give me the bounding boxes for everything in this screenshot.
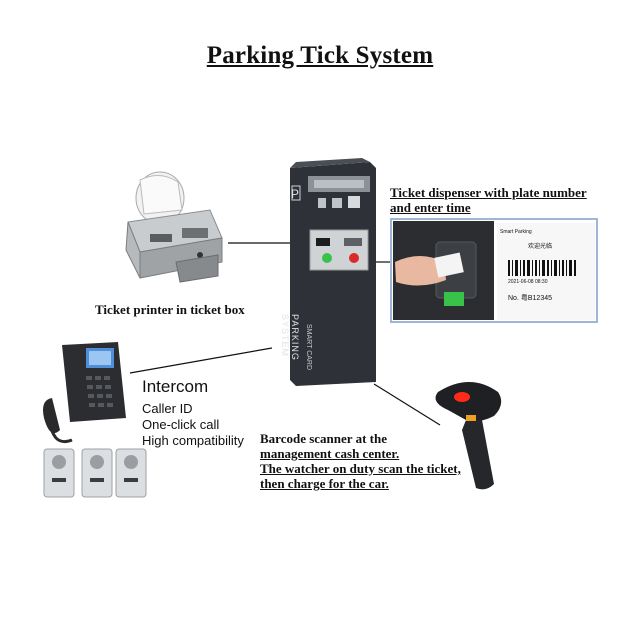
dispenser-caption-line2: and enter time <box>390 200 471 215</box>
connector-intercom <box>129 347 273 374</box>
intercom-feature: Caller ID <box>142 401 193 416</box>
intercom-feature: High compatibility <box>142 433 244 448</box>
scanner-caption-line2: management cash center. <box>260 446 400 461</box>
ip-phone-image <box>43 342 126 444</box>
ticket-brand: Smart Parking <box>500 229 532 235</box>
scanner-caption-line4: then charge for the car. <box>260 476 389 491</box>
ticket-plate: No. 粤B12345 <box>508 295 552 302</box>
intercom-panels-image <box>43 448 147 498</box>
barcode-scanner-image <box>435 382 502 490</box>
machine-vertical-text-1: PARKING SYSTEM <box>280 314 300 361</box>
intercom-heading: Intercom <box>142 377 209 396</box>
page-title: Parking Tick System <box>206 42 434 69</box>
ticket-barcode <box>508 260 576 276</box>
intercom-features: Caller ID One-click call High compatibil… <box>142 401 244 449</box>
dispenser-photo <box>390 218 598 323</box>
printer-caption: Ticket printer in ticket box <box>95 302 245 317</box>
ticket-heading: 欢迎光临 <box>528 244 553 250</box>
ticket-date: 2021-06-08 08:30 <box>508 279 548 285</box>
scanner-caption-line3: The watcher on duty scan the ticket, <box>260 461 461 476</box>
machine-p-letter: P <box>291 187 300 201</box>
intercom-feature: One-click call <box>142 417 220 432</box>
dispenser-caption-line1: Ticket dispenser with plate number <box>390 185 587 200</box>
parking-machine-image <box>290 158 376 386</box>
scanner-caption-line1: Barcode scanner at the <box>260 431 387 446</box>
ticket-printer-image <box>125 171 223 283</box>
connector-scanner <box>373 383 441 426</box>
machine-vertical-text-2: SMART CARD <box>305 324 312 371</box>
